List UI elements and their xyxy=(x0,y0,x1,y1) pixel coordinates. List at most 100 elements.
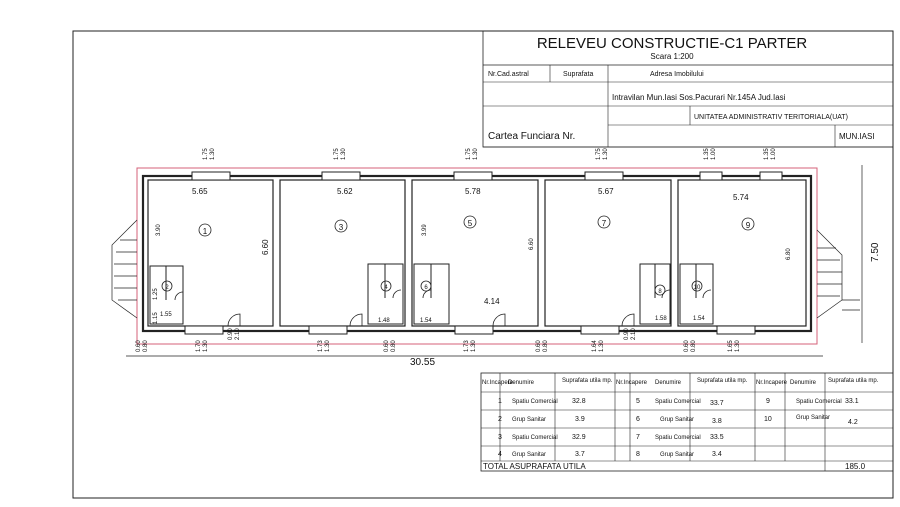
svg-text:0.60: 0.60 xyxy=(684,340,690,352)
svg-text:3.7: 3.7 xyxy=(575,451,585,458)
svg-text:1.30: 1.30 xyxy=(325,340,331,352)
table-header-sup-1: Suprafata utila mp. xyxy=(562,378,613,384)
site-outline xyxy=(136,167,818,345)
drawing-title: RELEVEU CONSTRUCTIE-C1 PARTER xyxy=(537,35,807,52)
svg-text:6: 6 xyxy=(636,416,640,423)
svg-text:1.30: 1.30 xyxy=(210,148,216,160)
door-swings xyxy=(174,289,712,327)
nr-cadastral-label: Nr.Cad.astral xyxy=(488,71,529,78)
svg-text:32.9: 32.9 xyxy=(572,434,586,441)
svg-text:Grup Sanitar: Grup Sanitar xyxy=(660,452,694,458)
svg-text:0.80: 0.80 xyxy=(391,340,397,352)
svg-text:1.00: 1.00 xyxy=(771,148,777,160)
svg-text:4: 4 xyxy=(498,451,502,458)
title-block: RELEVEU CONSTRUCTIE-C1 PARTER Scara 1:20… xyxy=(482,30,894,148)
uat-value: MUN.IASI xyxy=(839,132,875,141)
table-row: 3 Spatiu Comercial 32.9 7 Spatiu Comerci… xyxy=(498,434,724,441)
svg-text:Grup Sanitar: Grup Sanitar xyxy=(796,415,830,421)
svg-text:Grup Sanitar: Grup Sanitar xyxy=(660,417,694,423)
table-header-sup-2: Suprafata utila mp. xyxy=(697,378,748,384)
bathroom-partitions xyxy=(149,263,714,325)
svg-text:Spatiu Comercial: Spatiu Comercial xyxy=(512,399,558,405)
svg-text:9: 9 xyxy=(766,398,770,405)
svg-text:1: 1 xyxy=(498,398,502,405)
drawing-scale: Scara 1:200 xyxy=(650,52,694,61)
room-4-label: 4 xyxy=(384,285,388,291)
room-table: Nr.Incapere Denumire Suprafata utila mp.… xyxy=(480,372,894,472)
svg-text:2.10: 2.10 xyxy=(235,328,241,340)
svg-text:Grup Sanitar: Grup Sanitar xyxy=(512,452,546,458)
small-dim-3: 1.15 xyxy=(153,312,159,324)
table-row: 1 Spatiu Comercial 32.8 5 Spatiu Comerci… xyxy=(498,398,859,407)
svg-text:1.35: 1.35 xyxy=(764,148,770,160)
small-dim-7: 1.54 xyxy=(693,316,705,322)
small-dim-6: 1.58 xyxy=(655,316,667,322)
svg-text:1.30: 1.30 xyxy=(341,148,347,160)
table-header-den-1: Denumire xyxy=(508,380,535,386)
svg-text:1.65: 1.65 xyxy=(728,340,734,352)
room-5-width: 5.78 xyxy=(465,187,481,196)
svg-text:3.4: 3.4 xyxy=(712,451,722,458)
address-value: Intravilan Mun.Iasi Sos.Pacurari Nr.145A… xyxy=(612,93,786,102)
svg-text:Spatiu Comercial: Spatiu Comercial xyxy=(655,435,701,441)
carte-funciara-label: Cartea Funciara Nr. xyxy=(488,131,575,142)
room-5-label: 5 xyxy=(468,219,473,228)
table-header-sup-3: Suprafata utila mp. xyxy=(828,378,879,384)
room-10-label: 10 xyxy=(694,285,701,291)
room-5-side: 3.99 xyxy=(422,224,428,236)
total-value: 185.0 xyxy=(845,462,866,471)
room-5-walls xyxy=(411,179,539,327)
svg-text:Spatiu Comercial: Spatiu Comercial xyxy=(512,435,558,441)
table-header-den-3: Denumire xyxy=(790,380,817,386)
svg-text:Spatiu Comercial: Spatiu Comercial xyxy=(655,399,701,405)
room-9-depth: 6.80 xyxy=(786,248,792,260)
room-1-side: 3.90 xyxy=(156,224,162,236)
room-1-depth: 6.60 xyxy=(261,239,270,255)
top-windows xyxy=(191,171,783,181)
svg-text:3: 3 xyxy=(498,434,502,441)
suprafata-label: Suprafata xyxy=(563,71,593,78)
svg-text:1.30: 1.30 xyxy=(471,340,477,352)
room-1-walls xyxy=(147,179,274,327)
svg-text:3.8: 3.8 xyxy=(712,418,722,425)
small-dim-4: 1.48 xyxy=(378,318,390,324)
corridor-dim: 4.14 xyxy=(484,297,500,306)
svg-text:Spatiu Comercial: Spatiu Comercial xyxy=(796,399,842,405)
room-3-label: 3 xyxy=(339,223,344,232)
svg-text:33.5: 33.5 xyxy=(710,434,724,441)
svg-text:2: 2 xyxy=(498,416,502,423)
svg-text:33.1: 33.1 xyxy=(845,398,859,405)
svg-text:0.90: 0.90 xyxy=(624,328,630,340)
svg-text:1.73: 1.73 xyxy=(318,340,324,352)
top-window-labels: 1.75 1.30 1.75 1.30 1.75 1.30 1.75 1.30 … xyxy=(203,148,777,160)
adresa-label: Adresa Imobilului xyxy=(650,71,704,78)
svg-text:1.00: 1.00 xyxy=(711,148,717,160)
room-7-width: 5.67 xyxy=(598,187,614,196)
svg-text:0.60: 0.60 xyxy=(136,340,142,352)
room-number-circles xyxy=(161,215,755,296)
small-dim-2: 1.25 xyxy=(153,288,159,300)
uat-label: UNITATEA ADMINISTRATIV TERITORIALA(UAT) xyxy=(694,114,848,121)
table-header-nr-2: Nr.Incapere xyxy=(616,380,648,386)
svg-text:5: 5 xyxy=(636,398,640,405)
table-header-nr-1: Nr.Incapere xyxy=(482,380,514,386)
svg-text:0.80: 0.80 xyxy=(143,340,149,352)
svg-text:3.9: 3.9 xyxy=(575,416,585,423)
room-3-walls xyxy=(279,179,406,327)
table-header-den-2: Denumire xyxy=(655,380,682,386)
room-9-label: 9 xyxy=(746,221,751,230)
room-9-width: 5.74 xyxy=(733,193,749,202)
bottom-dim-labels: 0.60 0.80 1.70 1.30 0.90 2.10 1.73 1.30 … xyxy=(136,328,741,352)
svg-text:1.75: 1.75 xyxy=(596,148,602,160)
svg-text:0.60: 0.60 xyxy=(384,340,390,352)
room-6-label: 6 xyxy=(424,285,428,291)
svg-text:1.30: 1.30 xyxy=(599,340,605,352)
svg-text:1.75: 1.75 xyxy=(466,148,472,160)
svg-text:7: 7 xyxy=(636,434,640,441)
svg-text:1.30: 1.30 xyxy=(735,340,741,352)
svg-text:2.10: 2.10 xyxy=(631,328,637,340)
floor-plan: 30.55 7.50 5.65 5.62 5.78 5.67 5.74 6.60… xyxy=(111,148,881,368)
svg-text:33.7: 33.7 xyxy=(710,400,724,407)
